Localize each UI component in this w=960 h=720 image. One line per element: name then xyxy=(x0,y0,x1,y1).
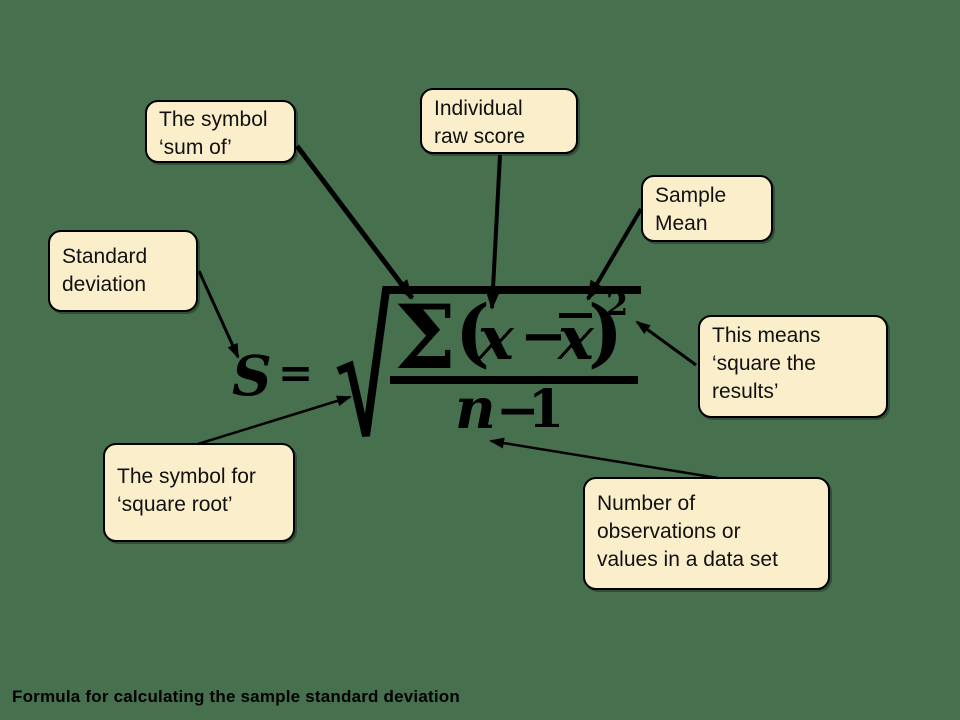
callout-individual-raw-score: Individual raw score xyxy=(420,88,578,154)
callout-text: ‘square the xyxy=(712,352,816,375)
callout-square-the-results: This means ‘square the results’ xyxy=(698,315,888,418)
callout-text: Number of xyxy=(597,492,696,515)
callout-text: raw score xyxy=(434,125,526,148)
callout-text: deviation xyxy=(62,273,147,296)
arrow-sum-of-to-sigma xyxy=(295,144,414,300)
arrow-square-results-to-exponent xyxy=(635,320,697,367)
formula-x: x xyxy=(478,304,514,374)
formula-exponent-2: 2 xyxy=(606,285,629,323)
caption: Formula for calculating the sample stand… xyxy=(12,687,460,706)
formula-S: S xyxy=(232,343,272,408)
callout-text: results’ xyxy=(712,380,779,403)
callout-text: Standard xyxy=(62,245,148,268)
formula-one: 1 xyxy=(528,379,565,440)
callout-text: Individual xyxy=(434,97,523,120)
callout-text: observations or xyxy=(597,520,741,543)
callout-text: values in a data set xyxy=(597,548,778,571)
callout-text: Mean xyxy=(655,212,708,235)
callout-text: Sample xyxy=(655,184,727,207)
callout-text: ‘sum of’ xyxy=(159,136,232,159)
callout-text: The symbol for xyxy=(117,465,256,488)
callout-text: The symbol xyxy=(159,108,268,131)
callout-text: ‘square root’ xyxy=(117,493,233,516)
arrow-observations-to-n xyxy=(489,437,719,480)
callout-number-of-observations: Number of observations or values in a da… xyxy=(583,477,830,590)
callout-sum-of: The symbol ‘sum of’ xyxy=(145,100,296,163)
callout-sample-mean: Sample Mean xyxy=(641,175,773,242)
callout-standard-deviation: Standard deviation xyxy=(48,230,198,312)
formula-sigma-symbol: Σ xyxy=(394,285,457,389)
arrow-square-root-to-radical xyxy=(197,395,352,446)
formula-equals: = xyxy=(278,348,314,397)
arrow-raw-score-to-x xyxy=(485,154,502,310)
callout-square-root: The symbol for ‘square root’ xyxy=(103,443,295,542)
callout-text: This means xyxy=(712,324,821,347)
formula-n: n xyxy=(455,376,496,442)
